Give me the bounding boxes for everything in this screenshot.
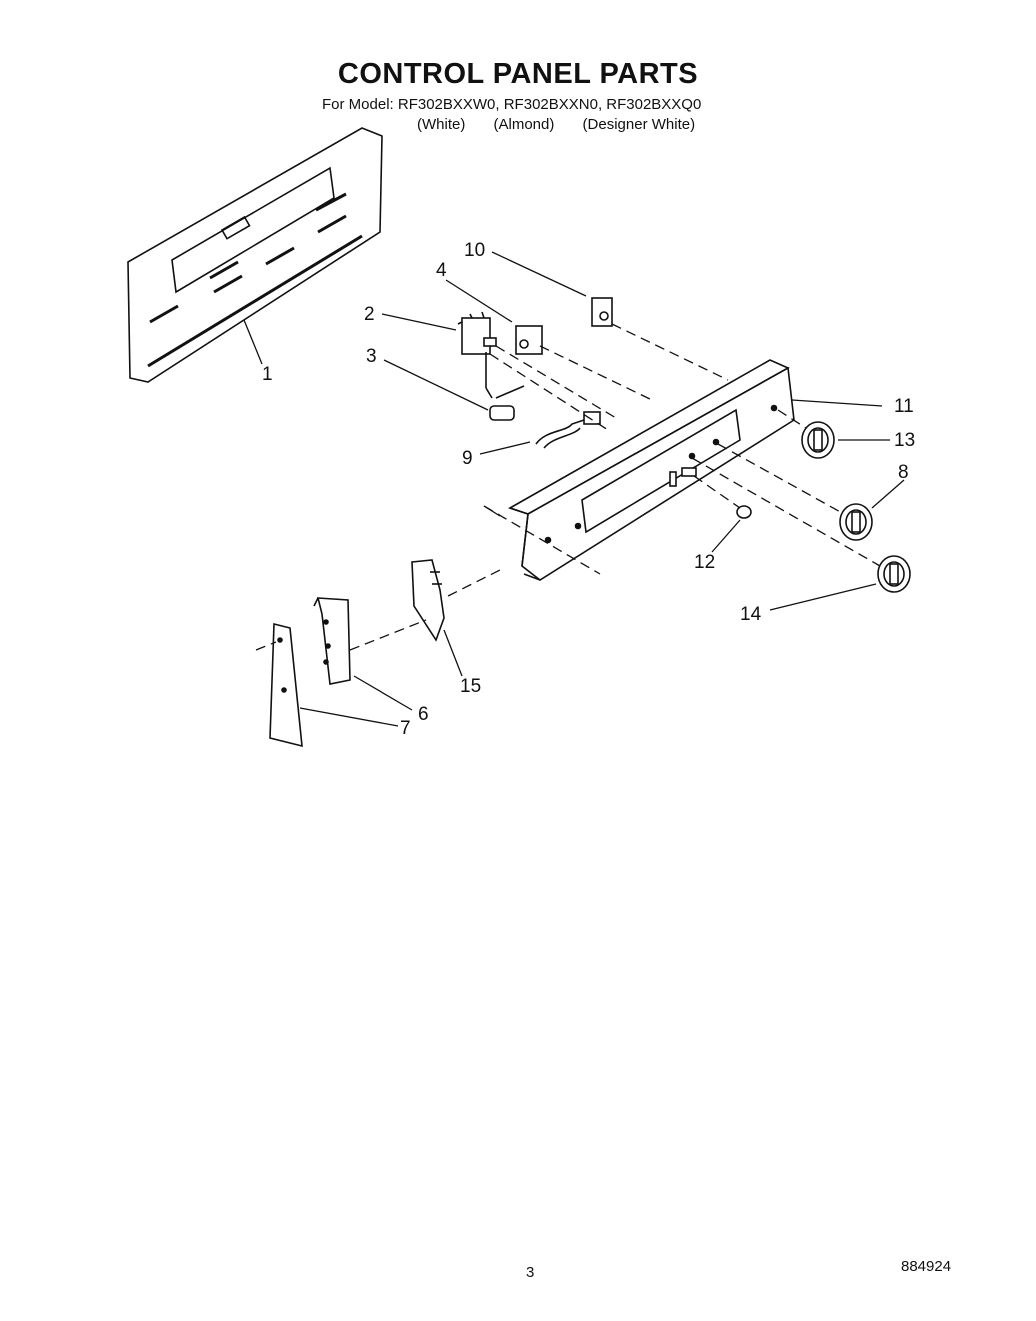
part-wire	[535, 411, 601, 449]
variant-almond: (Almond)	[493, 116, 555, 133]
part-knob-8	[839, 503, 873, 541]
part-knob-14	[877, 555, 911, 593]
callout-3: 3	[366, 346, 377, 367]
part-switch-10	[591, 297, 613, 327]
document-number: 884924	[901, 1258, 952, 1275]
page-number: 3	[526, 1264, 535, 1281]
callout-10: 10	[464, 240, 485, 261]
page-title: CONTROL PANEL PARTS	[337, 58, 699, 90]
callout-15: 15	[460, 676, 481, 697]
variant-designer-white: (Designer White)	[582, 116, 696, 133]
part-switch-4	[515, 325, 543, 355]
part-side-trim-7	[269, 622, 303, 748]
callout-7: 7	[400, 718, 411, 739]
model-list: For Model: RF302BXXW0, RF302BXXN0, RF302…	[322, 96, 702, 113]
callout-labels: 1 2 3 4 10 9 11 13 8 12 14 15 6 7	[262, 240, 915, 739]
variant-white: (White)	[417, 116, 466, 133]
callout-4: 4	[436, 260, 447, 281]
callout-2: 2	[364, 304, 375, 325]
callout-9: 9	[462, 448, 473, 469]
part-knob-13	[801, 421, 835, 459]
part-harness-clip	[485, 385, 525, 421]
part-end-cap-6	[313, 597, 351, 685]
callout-13: 13	[894, 430, 915, 451]
part-control-panel	[508, 359, 795, 581]
part-bracket-15	[411, 559, 445, 642]
callout-12: 12	[694, 552, 715, 573]
callout-11: 11	[894, 396, 914, 417]
color-variants: (White) (Almond) (Designer White)	[417, 116, 719, 133]
part-plug	[736, 505, 752, 519]
part-switch	[457, 311, 497, 388]
callout-6: 6	[418, 704, 429, 725]
assembly-lines	[255, 323, 881, 651]
callout-8: 8	[898, 462, 909, 483]
part-control-panel-back	[127, 127, 383, 383]
leader-lines	[243, 251, 905, 727]
callout-14: 14	[740, 604, 762, 625]
callout-1: 1	[262, 364, 273, 385]
